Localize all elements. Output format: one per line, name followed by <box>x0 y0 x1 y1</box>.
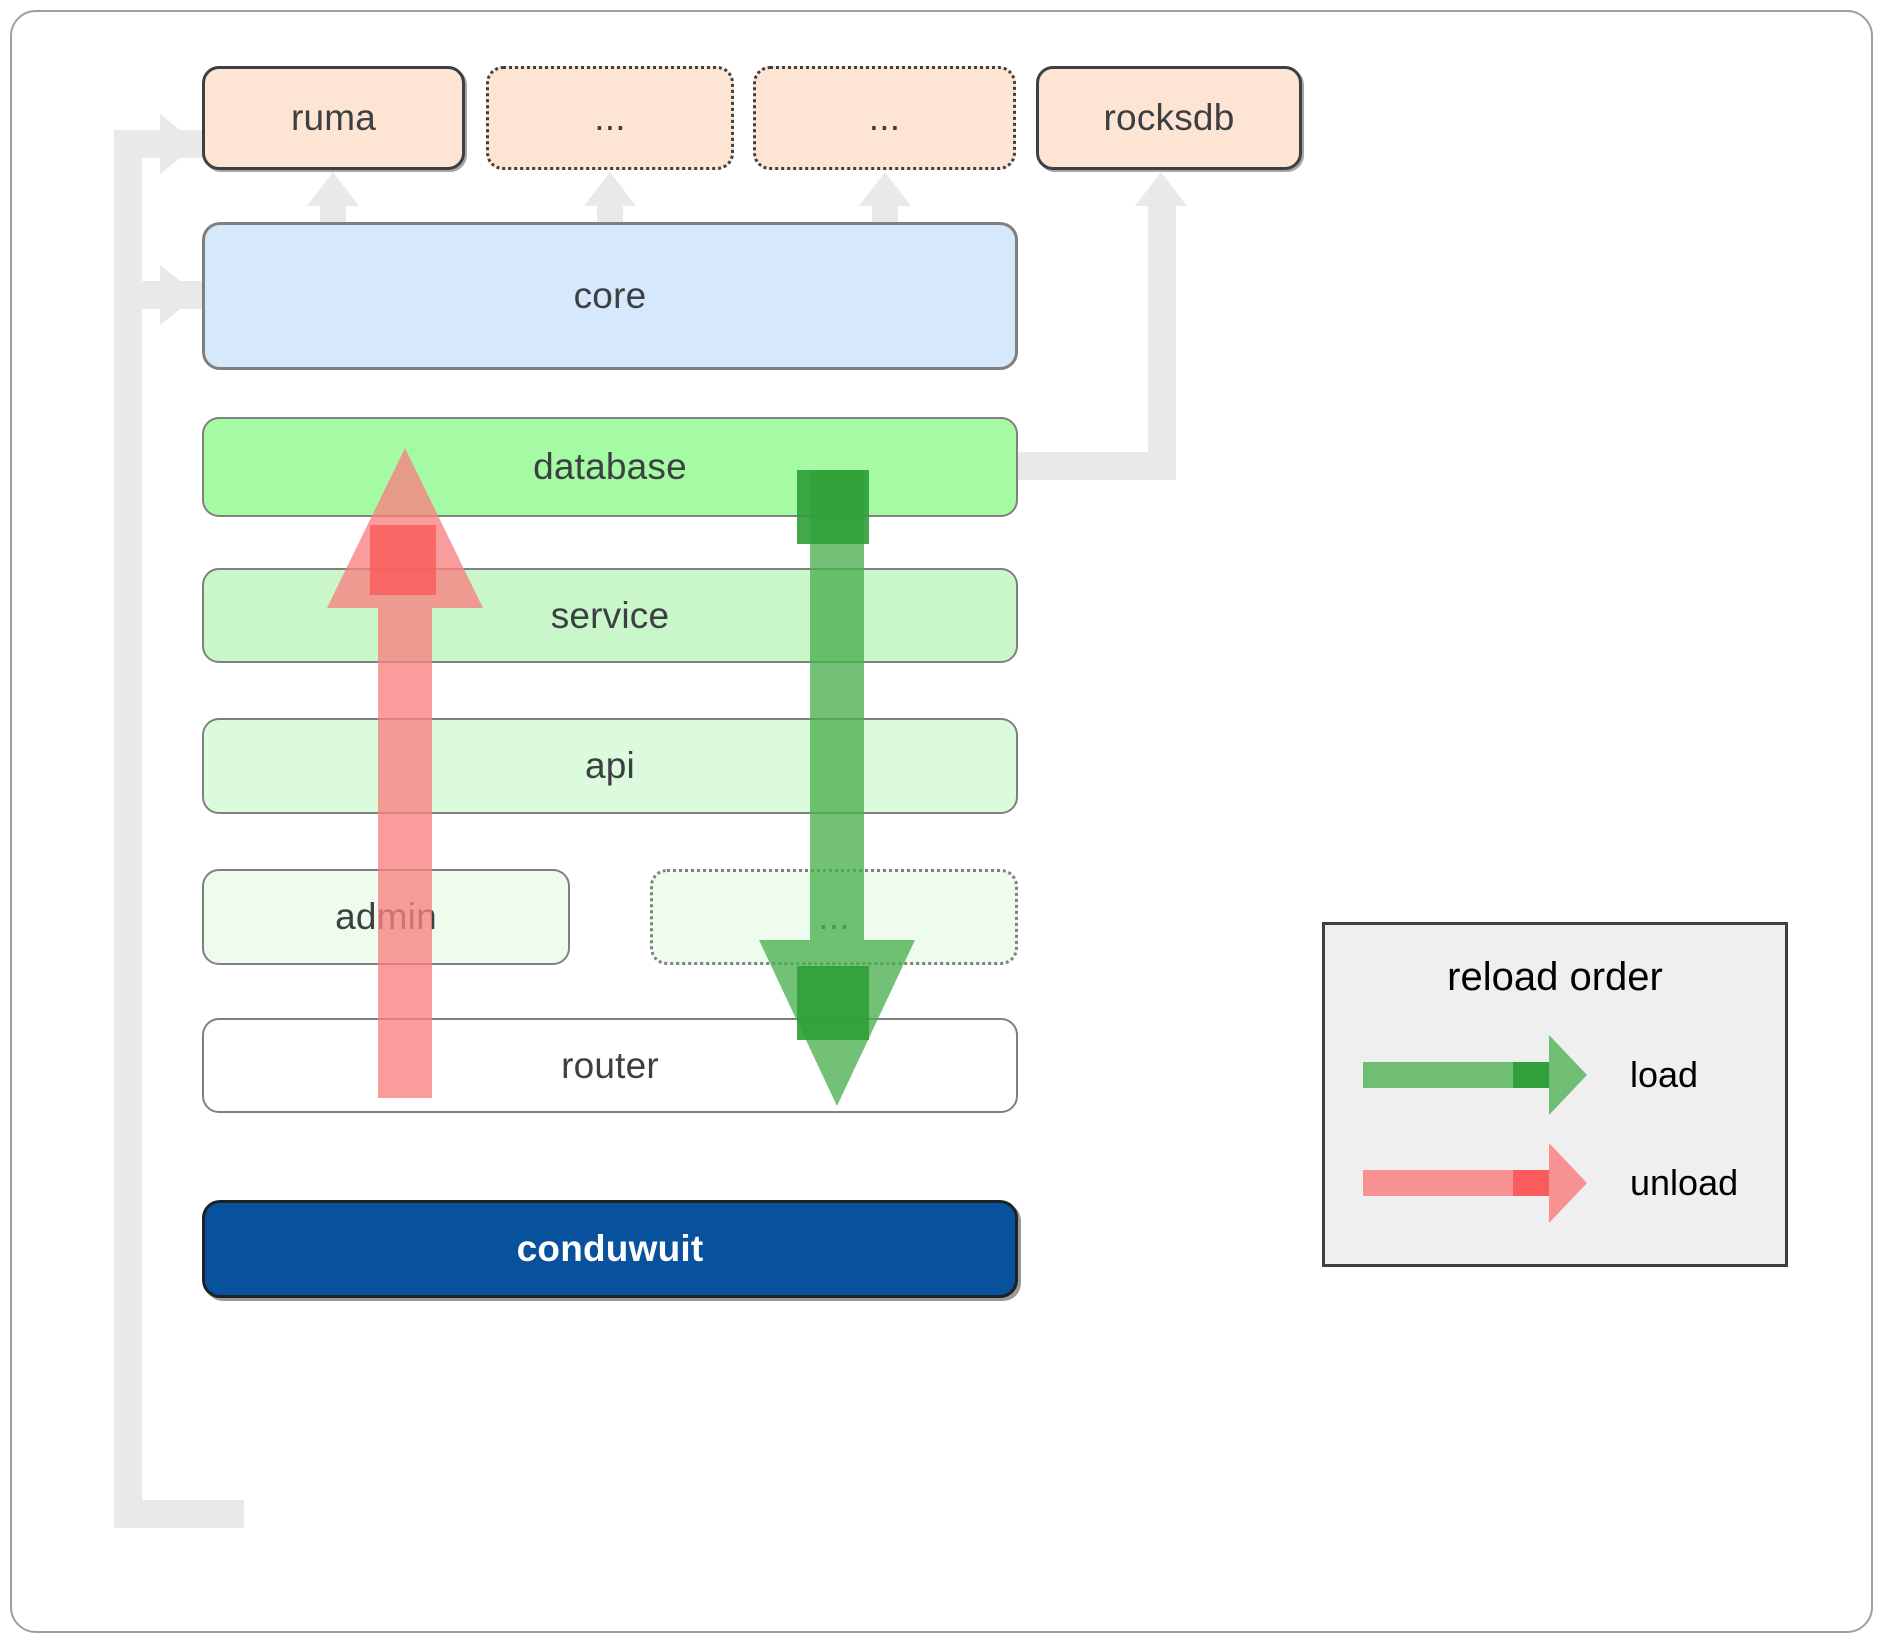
unload-flow-arrow-core <box>370 525 436 595</box>
layer-label: database <box>533 446 687 487</box>
layer-label: api <box>585 745 635 786</box>
connector-core-to-ruma-arrowhead <box>307 172 359 206</box>
load-flow-arrow <box>752 470 922 1106</box>
root-label: conduwuit <box>516 1228 704 1269</box>
connector-rail-to-core-arrowhead <box>160 265 198 325</box>
dependency-label: ... <box>868 97 901 138</box>
layer-box-database[interactable]: database <box>202 417 1018 517</box>
root-box-conduwuit[interactable]: conduwuit <box>202 1200 1018 1298</box>
layer-label: router <box>561 1044 659 1086</box>
dependency-box-ruma[interactable]: ruma <box>202 66 465 170</box>
connector-database-to-rocksdb-vertical <box>1148 205 1176 480</box>
layer-box-router[interactable]: router <box>202 1018 1018 1113</box>
layer-label: service <box>550 594 670 636</box>
legend-title: reload order <box>1447 955 1663 999</box>
connector-core-to-dep3-arrowhead <box>859 172 911 206</box>
dependency-box-rocksdb[interactable]: rocksdb <box>1036 66 1302 170</box>
dependency-label: rocksdb <box>1103 97 1235 138</box>
connector-database-to-rocksdb-arrowhead <box>1135 172 1187 206</box>
core-box[interactable]: core <box>202 222 1018 370</box>
load-flow-arrow-core <box>797 470 869 544</box>
layer-box-api[interactable]: api <box>202 718 1018 814</box>
layer-box-service[interactable]: service <box>202 568 1018 663</box>
connector-core-to-dep2-arrowhead <box>584 172 636 206</box>
core-label: core <box>573 275 647 316</box>
unload-flow-arrow <box>320 448 490 1098</box>
legend-row-load: load <box>1363 1035 1763 1115</box>
dependency-box-ellipsis-2[interactable]: ... <box>753 66 1016 170</box>
load-flow-arrow-core-lower <box>797 966 869 1040</box>
connector-left-vertical-rail <box>114 130 142 1528</box>
dependency-box-ellipsis-1[interactable]: ... <box>486 66 734 170</box>
legend-panel: reload order load unload <box>1322 922 1788 1267</box>
dependency-label: ... <box>594 97 626 138</box>
legend-row-unload: unload <box>1363 1143 1763 1223</box>
legend-label-unload: unload <box>1630 1162 1739 1203</box>
connector-rail-to-ruma-arrowhead <box>160 114 198 174</box>
dependency-label: ruma <box>290 97 377 138</box>
unload-arrow-icon <box>1363 1143 1587 1223</box>
load-arrow-icon <box>1363 1035 1587 1115</box>
legend-label-load: load <box>1630 1054 1699 1095</box>
